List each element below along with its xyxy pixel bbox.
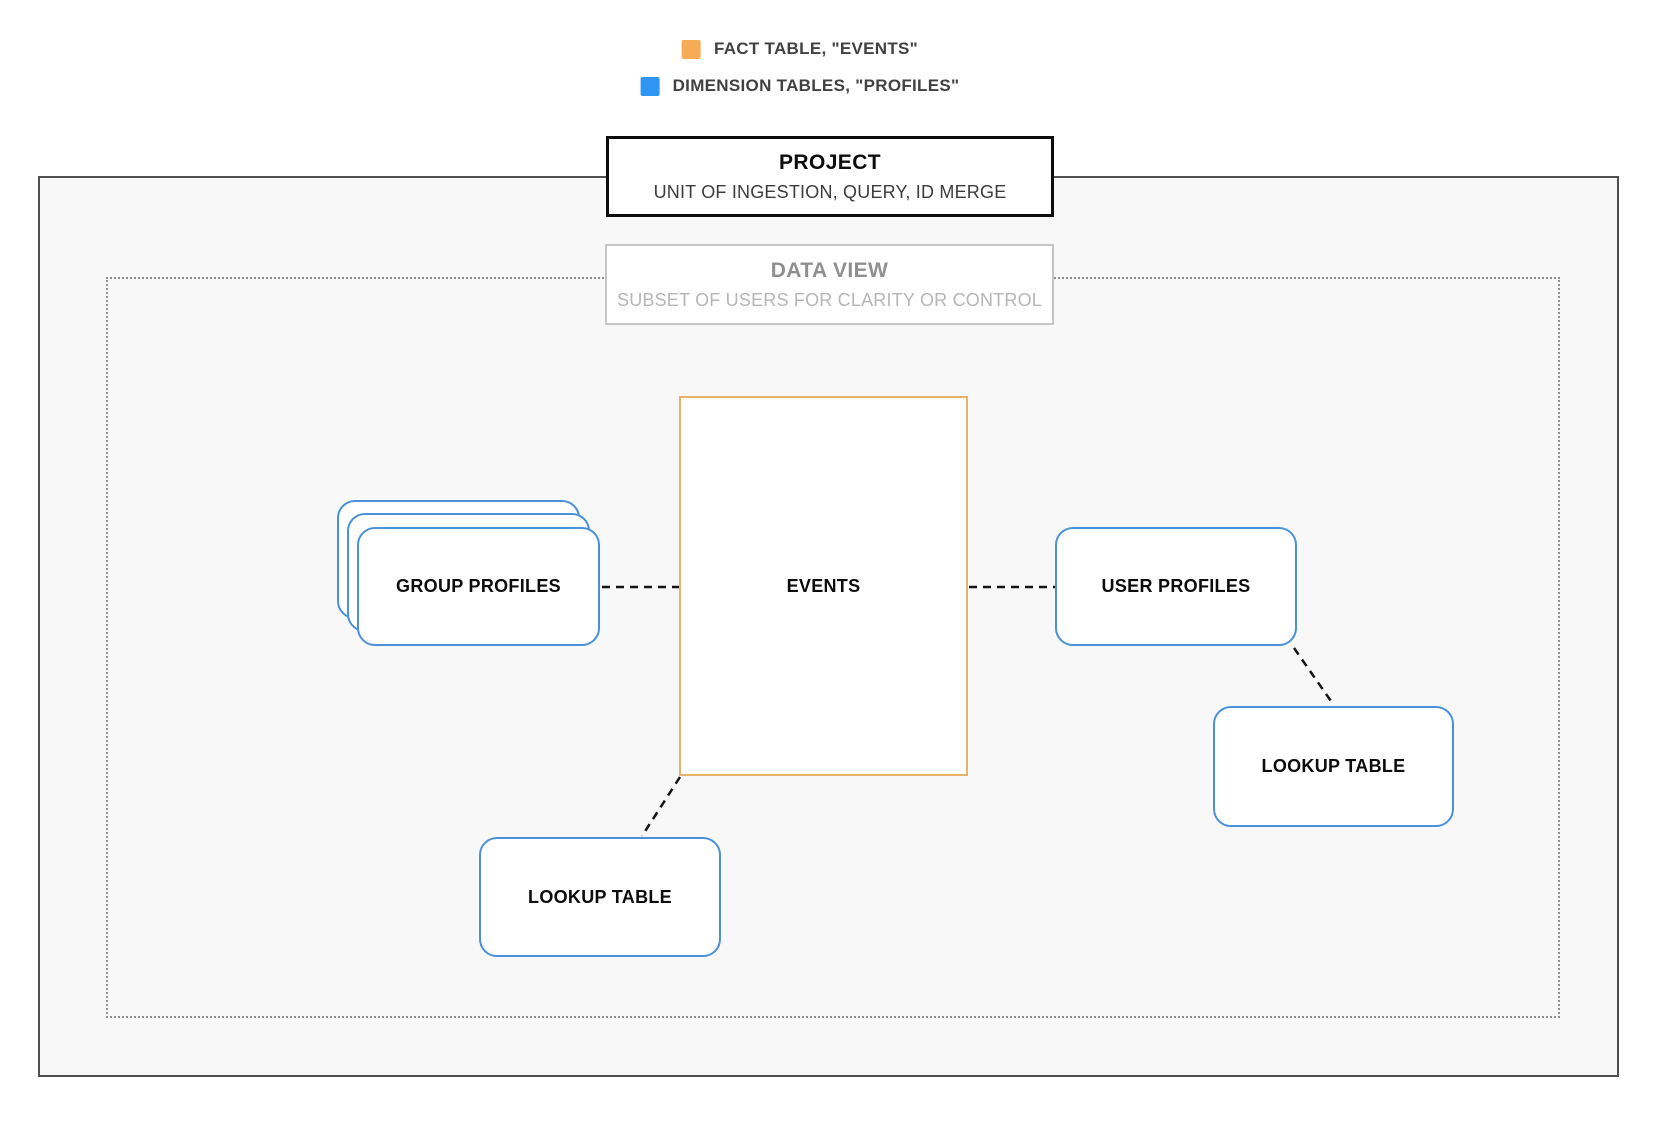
lookup-table-bottom-node: LOOKUP TABLE — [479, 837, 721, 957]
group-profiles-node: GROUP PROFILES — [357, 527, 600, 646]
legend-label-dimension-tables: DIMENSION TABLES, "PROFILES" — [672, 76, 960, 95]
legend: FACT TABLE, "EVENTS" DIMENSION TABLES, "… — [640, 39, 960, 96]
data-view-title: DATA VIEW — [770, 258, 889, 282]
dimension-tables-swatch-icon — [640, 76, 660, 96]
project-title: PROJECT — [779, 150, 881, 174]
data-view-subtitle: SUBSET OF USERS FOR CLARITY OR CONTROL — [616, 289, 1042, 310]
lookup-table-right-node: LOOKUP TABLE — [1213, 706, 1454, 827]
legend-item-dimension-tables: DIMENSION TABLES, "PROFILES" — [640, 76, 960, 96]
user-profiles-label: USER PROFILES — [1101, 576, 1251, 596]
data-view-title-box: DATA VIEW SUBSET OF USERS FOR CLARITY OR… — [605, 244, 1054, 325]
project-subtitle: UNIT OF INGESTION, QUERY, ID MERGE — [653, 181, 1007, 202]
fact-table-swatch-icon — [681, 39, 701, 59]
legend-label-fact-table: FACT TABLE, "EVENTS" — [713, 39, 919, 58]
events-node: EVENTS — [679, 396, 968, 776]
project-title-box: PROJECT UNIT OF INGESTION, QUERY, ID MER… — [606, 136, 1054, 217]
legend-item-fact-table: FACT TABLE, "EVENTS" — [681, 39, 919, 59]
lookup-table-bottom-label: LOOKUP TABLE — [528, 886, 672, 907]
events-label: EVENTS — [786, 575, 861, 596]
group-profiles-label: GROUP PROFILES — [396, 576, 561, 596]
user-profiles-node: USER PROFILES — [1055, 527, 1297, 646]
lookup-table-right-label: LOOKUP TABLE — [1261, 756, 1406, 776]
